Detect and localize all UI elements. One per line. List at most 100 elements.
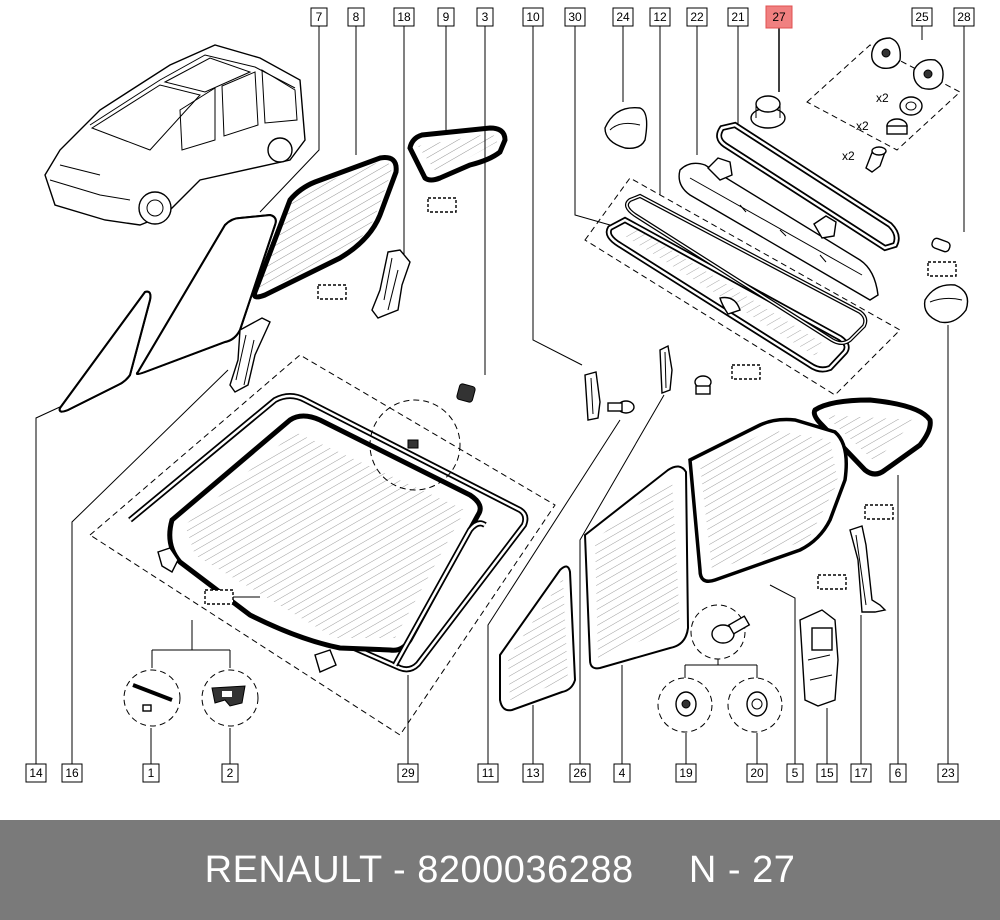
multiplier-x2-c: x2 bbox=[842, 149, 855, 163]
exploded-glass-diagram: x2 x2 x2 bbox=[25, 5, 975, 783]
svg-text:12: 12 bbox=[653, 10, 667, 24]
callout-label-1: 1 bbox=[142, 763, 160, 783]
end-cap-23 bbox=[923, 284, 969, 324]
callout-label-30: 30 bbox=[564, 7, 586, 27]
callout-label-17: 17 bbox=[850, 763, 872, 783]
svg-text:28: 28 bbox=[957, 10, 971, 24]
svg-text:25: 25 bbox=[915, 10, 929, 24]
rear-screen-group bbox=[584, 177, 901, 396]
svg-text:26: 26 bbox=[573, 766, 587, 780]
callout-label-18: 18 bbox=[393, 7, 415, 27]
svg-text:17: 17 bbox=[854, 766, 868, 780]
svg-text:8: 8 bbox=[353, 10, 360, 24]
callout-label-12: 12 bbox=[649, 7, 671, 27]
callout-label-22: 22 bbox=[686, 7, 708, 27]
callout-label-6: 6 bbox=[889, 763, 907, 783]
tabs-right bbox=[317, 197, 894, 590]
clip-windscreen-left bbox=[157, 547, 179, 573]
spoiler-12 bbox=[678, 162, 879, 301]
right-small-glass-13 bbox=[499, 565, 577, 712]
small-fixed-glass-9 bbox=[407, 125, 508, 183]
svg-text:5: 5 bbox=[792, 766, 799, 780]
clip-22 bbox=[707, 157, 837, 239]
left-quarter-glass-14 bbox=[58, 290, 152, 413]
multiplier-x2-a: x2 bbox=[876, 91, 889, 105]
callout-label-28: 28 bbox=[953, 7, 975, 27]
part-reference-caption: RENAULT - 8200036288 N - 27 bbox=[204, 849, 796, 891]
svg-text:29: 29 bbox=[401, 766, 415, 780]
tabs-rear bbox=[731, 261, 957, 380]
clip-3 bbox=[456, 383, 476, 403]
channel-17 bbox=[849, 525, 887, 613]
svg-text:10: 10 bbox=[526, 10, 540, 24]
svg-text:23: 23 bbox=[941, 766, 955, 780]
svg-text:15: 15 bbox=[820, 766, 834, 780]
callout-label-21: 21 bbox=[727, 7, 749, 27]
kit-25: x2 x2 x2 bbox=[806, 37, 961, 173]
svg-text:22: 22 bbox=[690, 10, 704, 24]
callout-label-15: 15 bbox=[816, 763, 838, 783]
left-rear-door-glass-16 bbox=[135, 213, 277, 375]
svg-text:1: 1 bbox=[148, 766, 155, 780]
callout-label-5: 5 bbox=[786, 763, 804, 783]
callout-label-16: 16 bbox=[61, 763, 83, 783]
callout-label-9: 9 bbox=[437, 7, 455, 27]
right-front-door-glass-4 bbox=[583, 465, 690, 670]
door-channel-18 bbox=[371, 249, 411, 319]
vehicle-thumbnail bbox=[44, 44, 306, 226]
callout-label-10: 10 bbox=[522, 7, 544, 27]
leader-lines bbox=[35, 26, 965, 764]
svg-text:21: 21 bbox=[731, 10, 745, 24]
svg-text:6: 6 bbox=[895, 766, 902, 780]
callout-label-7: 7 bbox=[310, 7, 328, 27]
right-rear-door-glass-5 bbox=[688, 417, 848, 583]
pin-26b bbox=[694, 375, 712, 395]
bolt-19-20 bbox=[657, 604, 783, 733]
callout-label-14: 14 bbox=[25, 763, 47, 783]
svg-text:4: 4 bbox=[619, 766, 626, 780]
svg-text:20: 20 bbox=[750, 766, 764, 780]
svg-text:2: 2 bbox=[227, 766, 234, 780]
callout-label-11: 11 bbox=[477, 763, 499, 783]
svg-text:19: 19 bbox=[679, 766, 693, 780]
pin-11 bbox=[607, 400, 635, 414]
footer-bar: RENAULT - 8200036288 N - 27 bbox=[0, 820, 1000, 920]
callout-labels: 7 8 18 9 3 10 30 24 12 22 21 27 25 28 14… bbox=[25, 5, 975, 783]
svg-text:14: 14 bbox=[29, 766, 43, 780]
callout-label-19: 19 bbox=[675, 763, 697, 783]
detail-2 bbox=[201, 669, 259, 727]
callout-label-26: 26 bbox=[569, 763, 591, 783]
callout-label-8: 8 bbox=[347, 7, 365, 27]
end-cap-24 bbox=[604, 106, 648, 150]
callout-label-23: 23 bbox=[937, 763, 959, 783]
regulator-15 bbox=[799, 609, 839, 707]
svg-text:27: 27 bbox=[772, 10, 786, 24]
svg-text:30: 30 bbox=[568, 10, 582, 24]
svg-text:11: 11 bbox=[482, 766, 495, 780]
callout-label-24: 24 bbox=[612, 7, 634, 27]
callout-label-13: 13 bbox=[522, 763, 544, 783]
rail-10 bbox=[584, 371, 601, 421]
svg-text:16: 16 bbox=[65, 766, 79, 780]
svg-text:9: 9 bbox=[443, 10, 450, 24]
callout-label-25: 25 bbox=[911, 7, 933, 27]
multiplier-x2-b: x2 bbox=[856, 119, 869, 133]
plug-28 bbox=[931, 237, 951, 253]
callout-label-27-highlighted: 27 bbox=[765, 5, 793, 29]
rail-26 bbox=[659, 344, 673, 394]
callout-label-29: 29 bbox=[397, 763, 419, 783]
callout-label-4: 4 bbox=[613, 763, 631, 783]
windscreen-group bbox=[89, 354, 556, 736]
door-channel-16a bbox=[229, 317, 271, 393]
grommet-27 bbox=[750, 95, 786, 129]
brake-light-21 bbox=[716, 121, 900, 252]
detail-1 bbox=[123, 669, 181, 727]
sticker-tab-left bbox=[204, 589, 234, 605]
callout-label-2: 2 bbox=[221, 763, 239, 783]
callout-label-20: 20 bbox=[746, 763, 768, 783]
left-front-door-glass-8 bbox=[252, 155, 399, 300]
svg-text:3: 3 bbox=[482, 10, 489, 24]
svg-text:13: 13 bbox=[526, 766, 540, 780]
callout-label-3: 3 bbox=[476, 7, 494, 27]
